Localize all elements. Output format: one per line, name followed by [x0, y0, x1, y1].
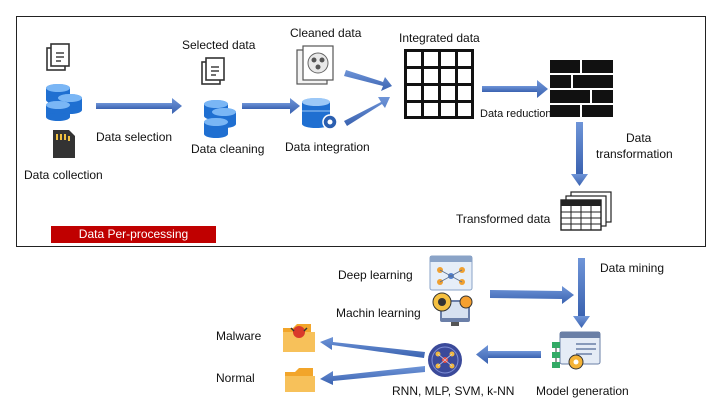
machine-learning-label: Machin learning	[336, 306, 421, 320]
data-mining-label: Data mining	[600, 261, 665, 275]
database-gear-icon	[302, 98, 338, 130]
arrow-data-reduction	[482, 80, 548, 98]
transformed-data-table-icon	[560, 191, 612, 231]
database-icon	[204, 100, 236, 138]
arrow-data-mining	[573, 258, 590, 328]
normal-label: Normal	[216, 371, 255, 385]
data-selection-label: Data selection	[96, 130, 173, 144]
integrated-data-grid-icon	[404, 49, 474, 119]
data-preprocessing-badge: Data Per-processing	[51, 226, 216, 243]
cleaned-data-icon	[296, 45, 334, 85]
arrow-data-cleaning	[242, 98, 300, 114]
document-icon	[46, 43, 70, 71]
data-cleaning-label: Data cleaning	[191, 142, 265, 156]
arrow-to-normal	[320, 366, 425, 385]
neural-network-icon	[428, 343, 462, 377]
malware-label: Malware	[216, 329, 262, 343]
model-generation-icon	[552, 331, 601, 370]
data-transformation-label-2: transformation	[596, 147, 673, 161]
arrow-learning-to-model	[490, 286, 574, 304]
machine-learning-icon	[432, 292, 473, 326]
arrow-model-to-algorithm	[476, 345, 541, 364]
reduced-data-grid-icon	[550, 60, 613, 117]
data-transformation-label-1: Data	[626, 131, 652, 145]
data-collection-label: Data collection	[24, 168, 103, 182]
algorithms-label: RNN, MLP, SVM, k-NN	[392, 384, 515, 398]
arrow-integration-to-integrated	[344, 97, 390, 126]
arrow-to-malware	[320, 337, 425, 358]
deep-learning-label: Deep learning	[338, 268, 413, 282]
preprocessing-frame	[16, 16, 706, 247]
deep-learning-icon	[429, 255, 473, 291]
selected-data-label: Selected data	[182, 38, 256, 52]
normal-folder-icon	[285, 368, 315, 392]
data-integration-label: Data integration	[285, 140, 370, 154]
cleaned-data-label: Cleaned data	[290, 26, 362, 40]
arrow-data-selection	[96, 98, 182, 114]
arrow-data-transformation	[571, 122, 588, 186]
integrated-data-label: Integrated data	[399, 31, 480, 45]
data-reduction-label: Data reduction	[480, 108, 552, 120]
sd-card-icon	[53, 130, 75, 158]
transformed-data-label: Transformed data	[456, 212, 551, 226]
arrow-cleaned-to-integrated	[344, 70, 392, 91]
model-generation-label: Model generation	[536, 384, 629, 398]
malware-folder-icon	[283, 324, 315, 352]
document-icon	[201, 57, 225, 85]
database-icon	[46, 84, 82, 121]
